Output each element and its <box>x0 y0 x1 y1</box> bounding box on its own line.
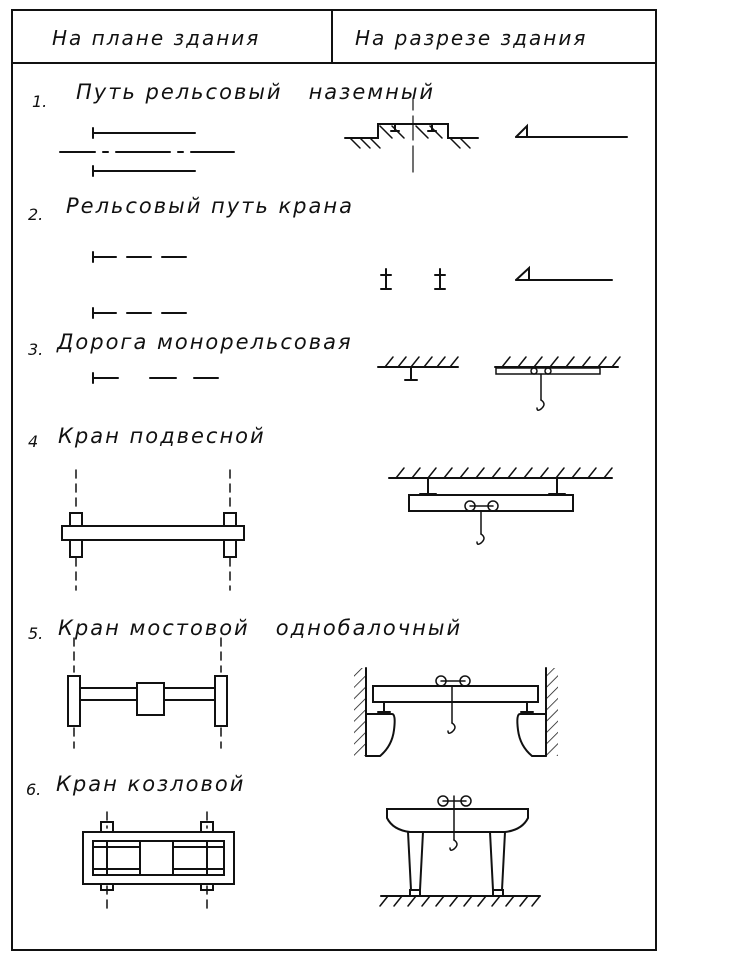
item-3-number: 3. <box>28 340 44 359</box>
crane-rail-plan-symbol <box>92 251 187 319</box>
item-2-number: 2. <box>28 205 44 224</box>
gantry-crane-section-symbol <box>379 795 541 907</box>
bridge-crane-plan-symbol <box>67 637 228 749</box>
item-2-label: Рельсовый путь крана <box>66 194 354 218</box>
ground-rail-plan-symbol <box>59 127 235 177</box>
item-1-label: Путь рельсовый наземный <box>76 80 436 104</box>
header-section: На разрезе здания <box>355 26 588 50</box>
ground-rail-section-symbol <box>344 97 628 173</box>
crane-rail-section-symbol <box>380 265 613 290</box>
monorail-section-symbol <box>377 356 621 412</box>
gantry-crane-plan-symbol <box>82 811 235 909</box>
suspended-crane-plan-symbol <box>61 469 245 591</box>
bridge-crane-section-symbol <box>354 667 558 757</box>
item-6-label: Кран козловой <box>56 772 246 796</box>
item-6-number: 6. <box>26 780 42 799</box>
suspended-crane-section-symbol <box>388 467 613 546</box>
header-plan: На плане здания <box>52 26 261 50</box>
item-4-number: 4 <box>28 432 39 451</box>
item-1-number: 1. <box>32 92 48 111</box>
item-4-label: Кран подвесной <box>58 424 266 448</box>
monorail-plan-symbol <box>92 372 219 384</box>
item-3-label: Дорога монорельсовая <box>57 330 353 354</box>
table-frame <box>11 9 657 951</box>
item-5-number: 5. <box>28 624 44 643</box>
item-5-label: Кран мостовой однобалочный <box>58 616 463 640</box>
